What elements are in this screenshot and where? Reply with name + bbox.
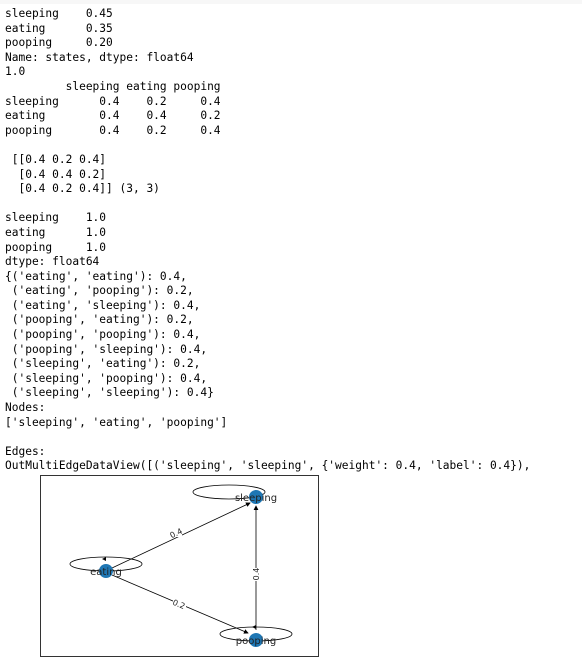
output-line: ('sleeping', 'sleeping'): 0.4} xyxy=(5,386,214,400)
self-loop-sleeping xyxy=(192,484,266,500)
edge-label-eating-pooping: 0.2 xyxy=(171,598,186,611)
output-line: dtype: float64 xyxy=(5,255,100,269)
edge-label-box-eating-sleeping xyxy=(170,528,182,537)
node-sleeping xyxy=(249,490,263,504)
markov-chain-graph-figure: 0.4 0.4 0.2 sleeping eating pooping xyxy=(40,475,319,657)
output-line: {('eating', 'eating'): 0.4, xyxy=(5,269,187,283)
self-loop-arrow-eating xyxy=(102,557,106,561)
edge-label-box-eating-pooping xyxy=(173,599,186,609)
output-line: 1.0 xyxy=(5,65,26,79)
self-loop-arrow-pooping xyxy=(252,625,256,629)
cell-output-top-edge xyxy=(0,0,582,4)
output-line: eating 0.4 0.4 0.2 xyxy=(5,109,221,123)
output-line: sleeping 0.4 0.2 0.4 xyxy=(5,94,221,108)
output-line xyxy=(5,430,530,445)
output-line: ('eating', 'sleeping'): 0.4, xyxy=(5,298,201,312)
output-line: OutMultiEdgeDataView([('sleeping', 'slee… xyxy=(5,459,531,473)
output-line: pooping 0.4 0.2 0.4 xyxy=(5,123,221,137)
output-line: Edges: xyxy=(5,444,46,458)
output-line: eating 0.35 xyxy=(5,21,113,35)
output-line: Name: states, dtype: float64 xyxy=(5,50,194,64)
output-line: Nodes: xyxy=(5,401,46,415)
output-line: ('pooping', 'pooping'): 0.4, xyxy=(5,328,201,342)
markov-chain-graph: 0.4 0.4 0.2 sleeping eating pooping xyxy=(69,484,293,647)
output-line: [0.4 0.2 0.4]] (3, 3) xyxy=(5,182,160,196)
output-line: pooping 0.20 xyxy=(5,36,113,50)
output-line: ('eating', 'pooping'): 0.2, xyxy=(5,284,194,298)
edge-label-pooping-sleeping: 0.4 xyxy=(252,568,261,581)
output-line: eating 1.0 xyxy=(5,225,107,239)
output-line: sleeping eating pooping xyxy=(5,79,221,93)
output-line: ('sleeping', 'eating'): 0.2, xyxy=(5,357,201,371)
output-line: ('pooping', 'eating'): 0.2, xyxy=(5,313,194,327)
edge-label-box-pooping-sleeping xyxy=(250,568,262,581)
output-line: pooping 1.0 xyxy=(5,240,107,254)
node-label-sleeping: sleeping xyxy=(235,493,277,504)
node-eating xyxy=(99,564,113,578)
output-line: [[0.4 0.2 0.4] xyxy=(5,152,107,166)
node-label-eating: eating xyxy=(90,567,122,578)
output-line: [0.4 0.4 0.2] xyxy=(5,167,107,181)
output-line: ['sleeping', 'eating', 'pooping'] xyxy=(5,415,228,429)
node-pooping xyxy=(249,633,263,647)
node-label-pooping: pooping xyxy=(236,636,276,647)
output-line: sleeping 0.45 xyxy=(5,7,113,20)
output-line: ('pooping', 'sleeping'): 0.4, xyxy=(5,342,208,356)
output-line xyxy=(5,197,530,212)
output-line xyxy=(5,138,530,153)
output-line: ('sleeping', 'pooping'): 0.4, xyxy=(5,371,208,385)
output-line: sleeping 1.0 xyxy=(5,211,107,225)
